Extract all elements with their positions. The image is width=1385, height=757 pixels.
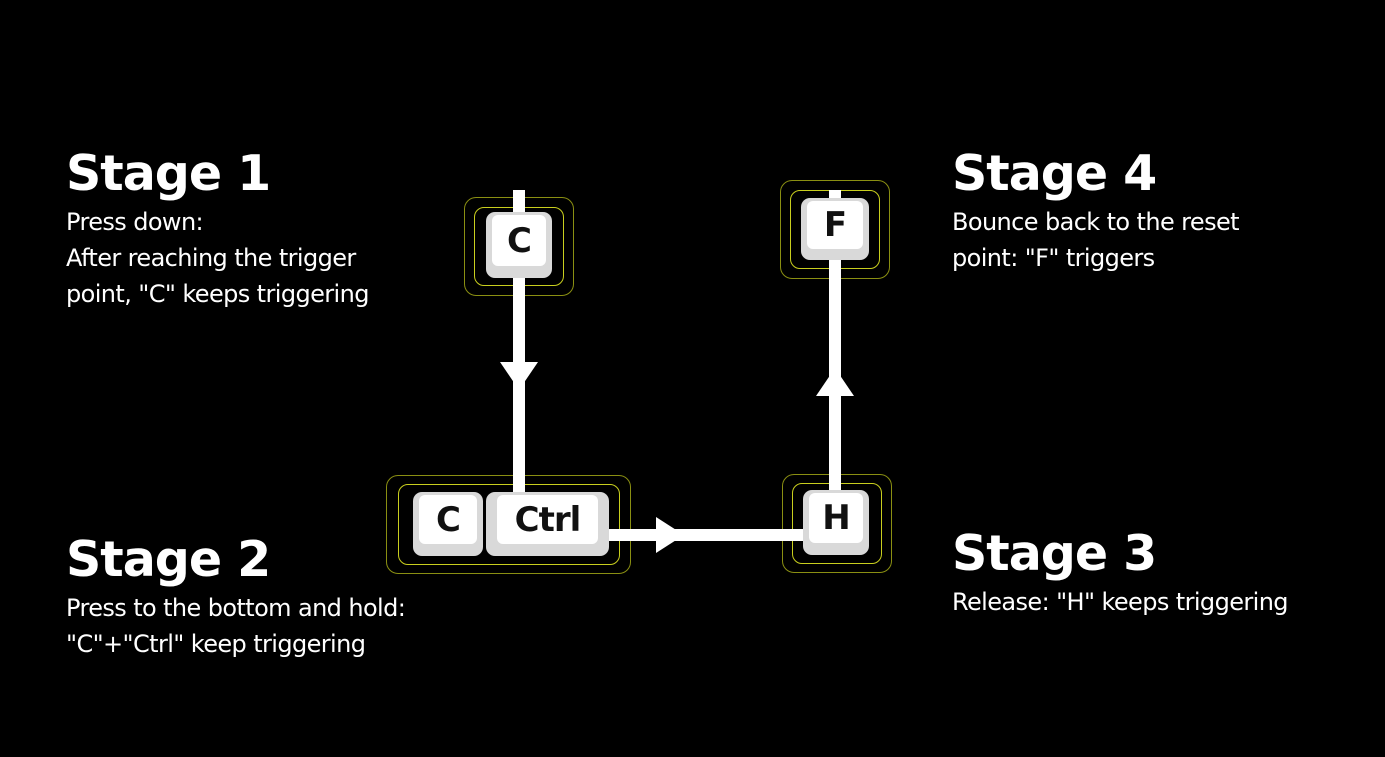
connector-stage2-to-stage3 (600, 529, 812, 541)
stage-3-desc-line: Release: "H" keeps triggering (952, 588, 1289, 616)
stage-3-description: Release: "H" keeps triggering (952, 584, 1289, 620)
keycap-ctrl-stage2: Ctrl (486, 492, 609, 556)
stage-4-description: Bounce back to the reset point: "F" trig… (952, 204, 1240, 276)
stage-4-desc-line: point: "F" triggers (952, 244, 1155, 272)
stage-1-title: Stage 1 (66, 145, 271, 202)
stage-2-description: Press to the bottom and hold: "C"+"Ctrl"… (66, 590, 406, 662)
stage-2-title: Stage 2 (66, 531, 271, 588)
arrow-down-icon (500, 362, 538, 390)
keycap-h-stage3: H (803, 490, 869, 555)
stage-3-block: Stage 3 Release: "H" keeps triggering (952, 525, 1289, 620)
stage-3-title: Stage 3 (952, 525, 1157, 582)
stage-2-desc-line: "C"+"Ctrl" keep triggering (66, 630, 366, 658)
arrow-up-icon (816, 368, 854, 396)
stage-4-desc-line: Bounce back to the reset (952, 208, 1240, 236)
keycap-f-stage4: F (801, 198, 869, 260)
stage-1-block: Stage 1 Press down: After reaching the t… (66, 146, 369, 312)
keycap-c-stage2: C (413, 492, 483, 556)
stage-2-glow-ring-outer (386, 475, 631, 574)
keycap-label: C (419, 495, 477, 544)
connector-stage3-to-stage4 (829, 190, 841, 500)
stage-1-desc-line: point, "C" keeps triggering (66, 280, 369, 308)
keycap-label: C (492, 215, 546, 266)
arrow-right-icon (656, 517, 684, 553)
keycap-label: F (807, 201, 863, 249)
keycap-label: H (809, 493, 863, 543)
keycap-label: Ctrl (497, 495, 598, 544)
stage-1-description: Press down: After reaching the trigger p… (66, 204, 369, 312)
stage-2-block: Stage 2 Press to the bottom and hold: "C… (66, 531, 406, 662)
stage-2-desc-line: Press to the bottom and hold: (66, 594, 406, 622)
stage-4-block: Stage 4 Bounce back to the reset point: … (952, 145, 1240, 276)
stage-1-desc-line: Press down: (66, 208, 204, 236)
stage-2-glow-ring-inner (398, 484, 620, 565)
stage-1-desc-line: After reaching the trigger (66, 244, 356, 272)
stage-4-title: Stage 4 (952, 145, 1157, 202)
keycap-c-stage1: C (486, 212, 552, 278)
